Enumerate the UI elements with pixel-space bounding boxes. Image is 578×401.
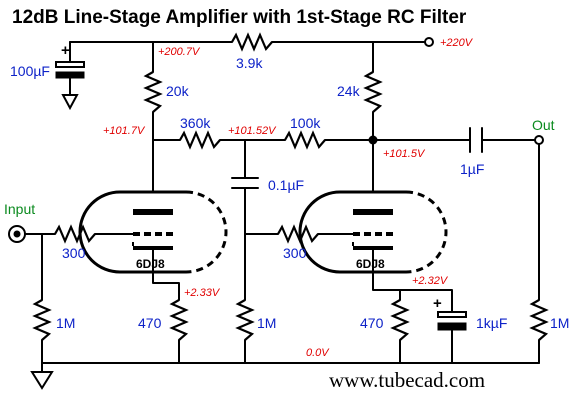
voltage-plate1: +101.7V	[103, 125, 146, 137]
resistor-20k	[143, 71, 163, 113]
resistor-1m-output	[529, 299, 549, 341]
tube-1	[78, 190, 228, 274]
label-tube2: 6DJ8	[356, 257, 385, 271]
voltage-cath1: +2.33V	[184, 287, 221, 299]
label-c-cath2: 1kµF	[476, 315, 507, 331]
component-labels: 100µF 3.9k 20k 24k 360k 100k 0.1µF 1µF 3…	[10, 55, 569, 331]
label-r-cath1: 470	[138, 315, 162, 331]
ground-icon	[30, 94, 79, 390]
resistor-360k	[179, 130, 221, 150]
wiring	[21, 41, 540, 373]
label-r-bias2: 1M	[257, 315, 276, 331]
voltage-supply: +220V	[440, 37, 474, 49]
resistor-100k	[284, 130, 326, 150]
label-r-filter: 360k	[180, 115, 211, 131]
label-r-plate2: 24k	[337, 83, 361, 99]
voltage-plate2: +101.5V	[383, 148, 426, 160]
voltage-mid: +101.52V	[228, 125, 277, 137]
label-c-filter: 0.1µF	[268, 177, 304, 193]
label-input: Input	[4, 201, 35, 217]
label-c-out: 1µF	[460, 161, 484, 177]
label-r-couple: 100k	[290, 115, 321, 131]
label-cap-supply: 100µF	[10, 63, 50, 79]
label-r-in: 1M	[56, 315, 75, 331]
svg-text:+: +	[61, 42, 70, 59]
resistor-300-grid1	[54, 224, 96, 244]
label-r-grid2: 300	[283, 245, 307, 261]
label-r-cath2: 470	[360, 315, 384, 331]
voltage-cath2: +2.32V	[412, 275, 449, 287]
resistor-470-cathode1	[169, 299, 189, 341]
website-url: www.tubecad.com	[329, 368, 485, 392]
junctions	[368, 37, 544, 145]
voltage-labels: +220V +200.7V +101.7V +101.52V +101.5V +…	[103, 37, 474, 359]
capacitor-100uf: +	[55, 42, 85, 79]
svg-text:+: +	[433, 295, 442, 312]
label-tube1: 6DJ8	[136, 257, 165, 271]
resistor-300-grid2	[277, 224, 319, 244]
resistor-470-cathode2	[390, 299, 410, 341]
capacitor-1uf	[469, 127, 483, 153]
input-jack-icon	[8, 225, 26, 243]
capacitors: + +	[55, 42, 483, 331]
tube-2	[298, 190, 448, 274]
diagram-title: 12dB Line-Stage Amplifier with 1st-Stage…	[12, 7, 467, 28]
label-r-dropper: 3.9k	[236, 55, 263, 71]
voltage-node-200: +200.7V	[158, 46, 201, 58]
label-r-grid1: 300	[62, 245, 86, 261]
resistor-1m-bias	[235, 299, 255, 341]
resistor-24k	[363, 71, 383, 113]
label-output: Out	[532, 117, 555, 133]
capacitor-0.1uf	[231, 177, 259, 193]
resistor-1m-input	[32, 299, 52, 341]
resistors	[32, 32, 549, 341]
label-r-plate1: 20k	[166, 83, 190, 99]
label-r-out: 1M	[550, 315, 569, 331]
resistor-3.9k	[231, 32, 273, 52]
voltage-ground: 0.0V	[306, 347, 330, 359]
capacitor-1kuf: +	[433, 295, 467, 331]
